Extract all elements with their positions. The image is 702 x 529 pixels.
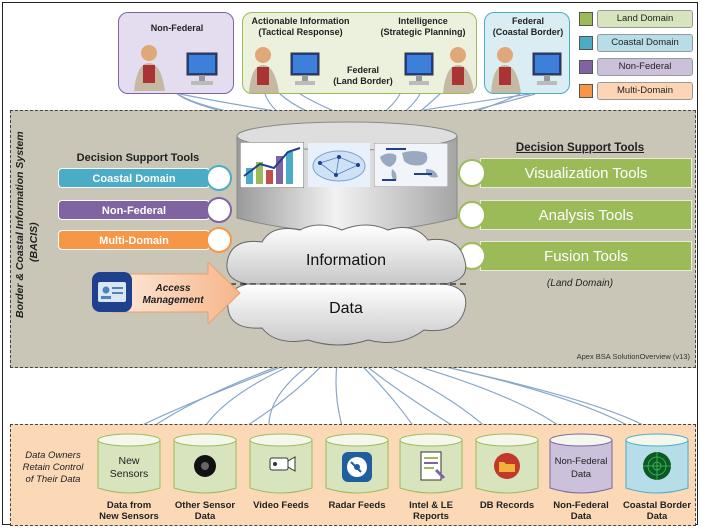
right-tools-note: (Land Domain) bbox=[546, 278, 614, 289]
data-owners-note-line-2: Retain Control bbox=[22, 462, 84, 473]
radar-scope-icon bbox=[643, 452, 671, 480]
bar-chart-icon bbox=[240, 142, 304, 188]
federal-coastal-title: Federal bbox=[511, 16, 544, 26]
right-tools-header: Decision Support Tools bbox=[515, 142, 645, 154]
data-source-inner-label-2: Sensors bbox=[109, 468, 149, 480]
data-source-label: Radar Feeds bbox=[328, 500, 386, 511]
legend-swatch bbox=[579, 12, 593, 26]
access-management-label-2: Management bbox=[142, 295, 204, 306]
legend-label: Multi-Domain bbox=[597, 82, 693, 100]
left-tool-coastal-domain[interactable]: Coastal Domain bbox=[58, 168, 210, 188]
actionable-information-subtitle: (Tactical Response) bbox=[258, 27, 343, 37]
data-source-inner-label-1: New bbox=[118, 455, 140, 467]
data-source-cylinder bbox=[97, 433, 161, 494]
data-source-label-line-2: Data bbox=[194, 511, 216, 522]
network-cloud-icon bbox=[308, 143, 370, 187]
information-data-clouds bbox=[226, 224, 467, 346]
data-source-label-line-2: Data bbox=[570, 511, 592, 522]
data-source-label: Coastal Border bbox=[622, 500, 692, 511]
system-vertical-subtitle: (BACIS) bbox=[28, 222, 40, 262]
access-management-arrow bbox=[111, 262, 241, 324]
legend-label: Coastal Domain bbox=[597, 34, 693, 52]
connector-circle bbox=[206, 165, 232, 191]
data-owners-note-line-3: of Their Data bbox=[25, 474, 81, 485]
federal-coastal-user-box: Federal (Coastal Border) bbox=[484, 12, 570, 94]
data-source-inner-label-2: Data bbox=[570, 469, 592, 480]
non-federal-user-label: Non-Federal bbox=[150, 23, 204, 33]
data-source-label-line-2: New Sensors bbox=[99, 511, 159, 522]
connector-circle bbox=[458, 201, 486, 229]
data-source-cylinder bbox=[173, 433, 237, 494]
non-federal-user-box: Non-Federal bbox=[118, 12, 234, 94]
access-management-label-1: Access bbox=[155, 283, 191, 294]
analyst-at-computer-icon bbox=[404, 47, 474, 93]
left-tool-multi-domain[interactable]: Multi-Domain bbox=[58, 230, 210, 250]
data-source-cylinder bbox=[475, 433, 539, 494]
data-owners-note: Data Owners Retain Control of Their Data bbox=[14, 450, 92, 486]
legend-label: Non-Federal bbox=[597, 58, 693, 76]
data-source-cylinder bbox=[399, 433, 463, 494]
data-source-cylinder bbox=[549, 433, 613, 494]
connector-circle bbox=[206, 227, 232, 253]
data-source-label: Other Sensor bbox=[174, 500, 236, 511]
right-tool-fusion-tools[interactable]: Fusion Tools bbox=[480, 241, 692, 271]
data-source-label-line-2: Data bbox=[646, 511, 668, 522]
connector-circle bbox=[206, 197, 232, 223]
federal-land-subtitle: (Land Border) bbox=[333, 76, 393, 86]
actionable-information-title: Actionable Information bbox=[251, 16, 350, 26]
data-source-cylinder bbox=[325, 433, 389, 494]
intelligence-subtitle: (Strategic Planning) bbox=[380, 27, 466, 37]
system-vertical-title: Border & Coastal Information System bbox=[14, 131, 26, 318]
analyst-at-computer-icon bbox=[491, 47, 562, 93]
data-owners-note-line-1: Data Owners bbox=[25, 450, 81, 461]
right-tool-analysis-tools[interactable]: Analysis Tools bbox=[480, 200, 692, 230]
camera-icon bbox=[194, 455, 216, 477]
world-map-icon bbox=[374, 143, 448, 187]
left-tool-non-federal[interactable]: Non-Federal bbox=[58, 200, 210, 220]
data-source-label: Intel & LE bbox=[409, 500, 453, 511]
data-source-cylinder bbox=[625, 433, 689, 494]
connector-circle bbox=[458, 159, 486, 187]
intelligence-title: Intelligence bbox=[398, 16, 448, 26]
data-source-label: Data from bbox=[106, 500, 152, 511]
legend-swatch bbox=[579, 36, 593, 50]
right-tool-visualization-tools[interactable]: Visualization Tools bbox=[480, 158, 692, 188]
federal-coastal-subtitle: (Coastal Border) bbox=[492, 27, 564, 37]
data-source-label: DB Records bbox=[479, 500, 535, 511]
federal-land-user-box: Actionable Information (Tactical Respons… bbox=[242, 12, 477, 94]
data-source-inner-label-1: Non-Federal bbox=[554, 456, 608, 467]
legend-swatch bbox=[579, 60, 593, 74]
document-icon bbox=[420, 451, 446, 481]
left-tools-header: Decision Support Tools bbox=[76, 152, 200, 164]
data-source-label-line-2: Reports bbox=[413, 511, 449, 522]
id-badge-icon bbox=[92, 272, 132, 312]
legend-label: Land Domain bbox=[597, 10, 693, 28]
data-source-label: Non-Federal bbox=[553, 500, 609, 511]
data-label: Data bbox=[329, 300, 363, 317]
folder-icon bbox=[494, 453, 520, 479]
analyst-at-computer-icon bbox=[134, 45, 218, 91]
federal-land-title: Federal bbox=[346, 65, 379, 75]
legend-swatch bbox=[579, 84, 593, 98]
radar-icon bbox=[342, 452, 372, 482]
video-camera-icon bbox=[269, 456, 296, 472]
version-label: Apex BSA SolutionOverview (v13) bbox=[576, 352, 690, 361]
analyst-at-computer-icon bbox=[249, 47, 320, 93]
data-source-label: Video Feeds bbox=[253, 500, 309, 511]
data-source-cylinder bbox=[249, 433, 313, 494]
information-label: Information bbox=[305, 252, 387, 269]
